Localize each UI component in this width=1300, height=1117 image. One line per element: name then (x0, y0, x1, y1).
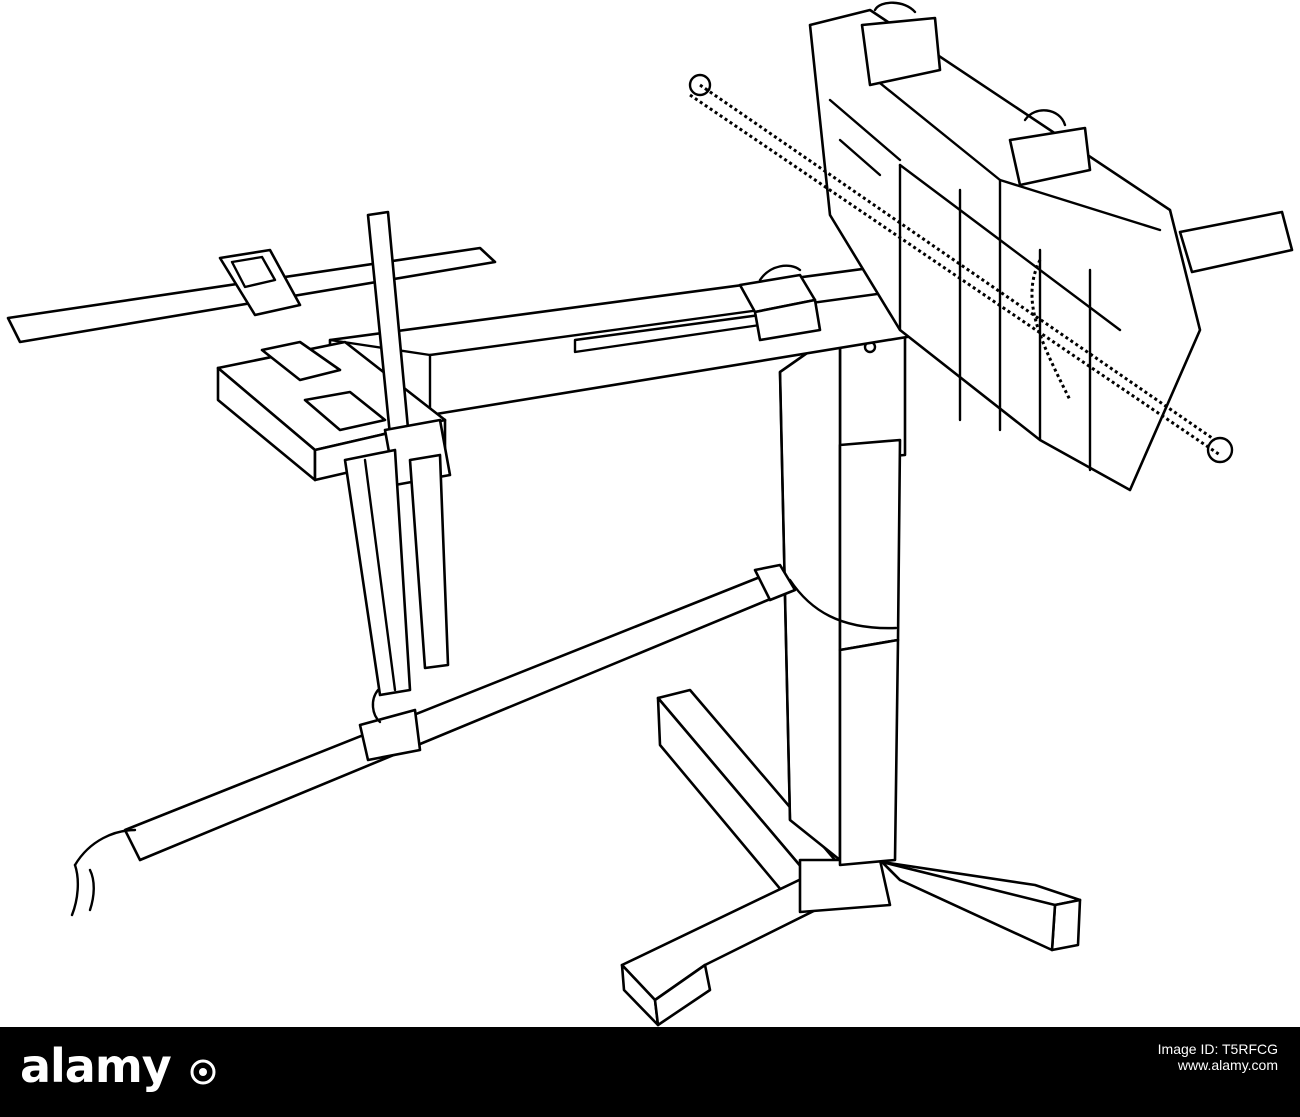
rear-rod (1180, 212, 1292, 272)
bowstring (690, 75, 1232, 462)
logo-mark-icon (190, 1059, 216, 1085)
hanging-bracket (345, 450, 448, 695)
image-id-label: Image ID: T5RFCG (1157, 1041, 1278, 1057)
sight-post (368, 212, 450, 485)
lever-arm (72, 565, 795, 915)
alamy-logo: alamy (20, 1039, 172, 1093)
watermark-footer: alamy Image ID: T5RFCG www.alamy.com (0, 1027, 1300, 1117)
site-url: www.alamy.com (1177, 1057, 1278, 1073)
tripod-base (622, 690, 1080, 1025)
image-info: Image ID: T5RFCG www.alamy.com (1158, 1041, 1278, 1073)
central-post (780, 320, 905, 865)
slider-mechanism (740, 266, 820, 340)
ballista-line-drawing (0, 0, 1300, 1027)
